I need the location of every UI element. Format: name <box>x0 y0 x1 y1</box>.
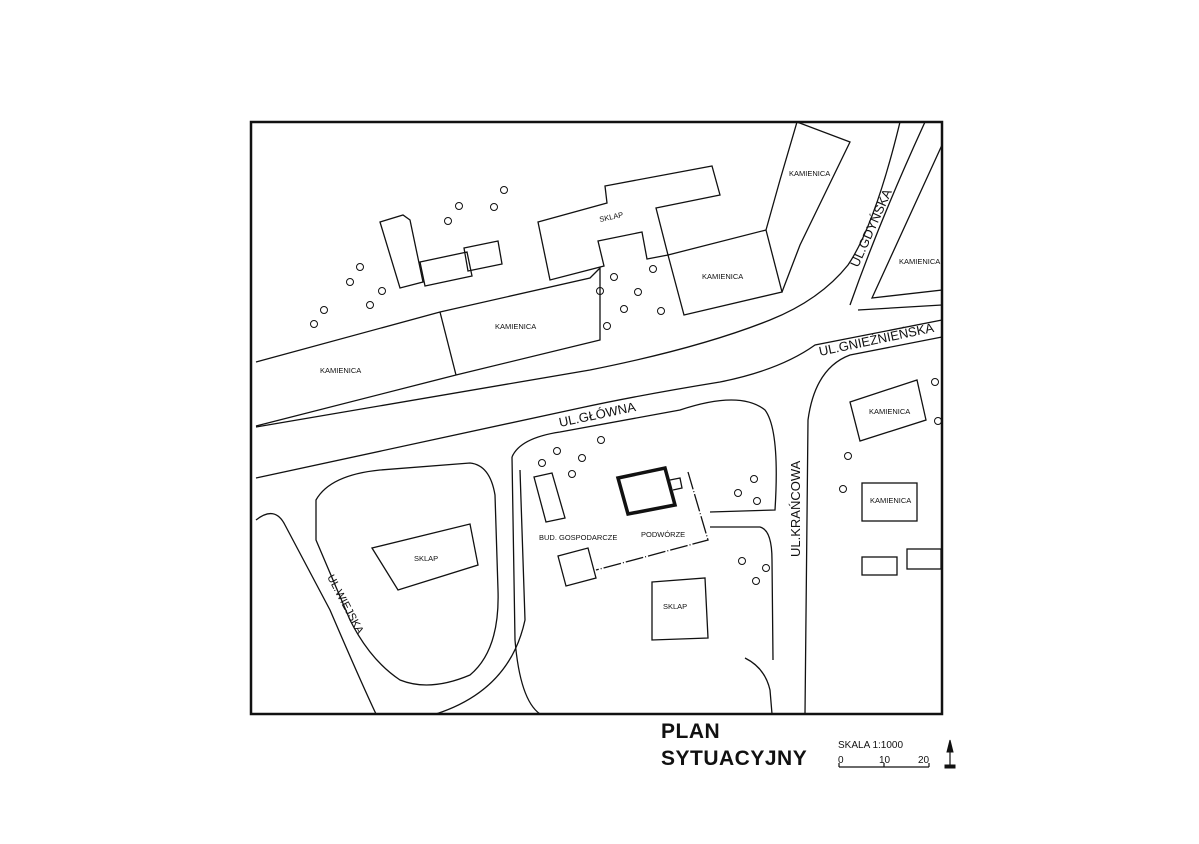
tree <box>752 577 760 585</box>
tree <box>634 288 642 296</box>
building-label-sklap-top: SKLAP <box>599 210 625 224</box>
tree <box>553 447 561 455</box>
tree <box>538 459 546 467</box>
tree <box>378 287 386 295</box>
tree <box>568 470 576 478</box>
podworze-fence <box>595 471 709 571</box>
block-west-outline <box>315 462 499 686</box>
tree <box>610 273 618 281</box>
tree <box>931 378 939 386</box>
tree <box>444 217 452 225</box>
map-frame <box>249 120 944 716</box>
block-center-curve <box>744 657 773 715</box>
kamienica-divider <box>439 311 457 376</box>
tree <box>762 564 770 572</box>
tree <box>738 557 746 565</box>
road-wiejska-west <box>255 513 377 715</box>
road-wiejska-east <box>435 469 526 715</box>
tree <box>346 278 354 286</box>
street-label-gnieznienska: UL.GNIEŹNIEŃSKA <box>818 320 936 359</box>
tree <box>649 265 657 273</box>
building-label-sklap-south: SKLAP <box>663 602 687 611</box>
sklap-south-outline <box>651 577 709 641</box>
tree <box>455 202 463 210</box>
scale-label: SKALA 1:1000 <box>838 740 904 751</box>
main-building-porch <box>669 477 683 491</box>
road-krancowa-east-edge <box>804 336 943 715</box>
tree <box>603 322 611 330</box>
sklap-top-outline <box>537 165 721 281</box>
block-center-outline <box>511 399 777 513</box>
building-label-kamienica-topright: KAMIENICA <box>789 169 830 178</box>
tree <box>734 489 742 497</box>
street-label-gdynska: UL.GDYŃSKA <box>847 186 895 269</box>
tree <box>366 301 374 309</box>
main-building-outline <box>615 465 678 517</box>
small-box-east-2 <box>906 548 942 570</box>
building-label-sklap-west: SKLAP <box>414 554 438 563</box>
block-center-lower <box>710 526 774 661</box>
scale-tick-20: 20 <box>918 755 930 766</box>
tree <box>500 186 508 194</box>
tree <box>490 203 498 211</box>
kamienica-row-outline <box>255 266 601 427</box>
tree <box>934 417 942 425</box>
tree <box>839 485 847 493</box>
tree <box>620 305 628 313</box>
road-gdynska-west-edge <box>849 121 926 306</box>
tree <box>753 497 761 505</box>
trees <box>310 186 942 585</box>
small-building-south <box>557 547 597 587</box>
kamienica-east-1-outline <box>849 379 927 442</box>
tree <box>578 454 586 462</box>
building-label-podworze: PODWÓRZE <box>641 530 685 539</box>
annex-1 <box>419 251 473 287</box>
plan-title-line1: PLAN <box>661 720 721 743</box>
building-label-kamienica-mid: KAMIENICA <box>702 272 743 281</box>
building-label-kamienica-east-1: KAMIENICA <box>869 407 910 416</box>
kamienica-topright-outline <box>765 121 851 293</box>
tree <box>320 306 328 314</box>
small-box-east-1 <box>861 556 898 576</box>
annex-2 <box>463 240 503 272</box>
road-gdynska-wedge <box>870 144 943 299</box>
kamienica-east-2-outline <box>861 482 918 522</box>
street-label-krancowa: UL.KRAŃCOWA <box>788 460 803 557</box>
tree <box>596 287 604 295</box>
tree <box>597 436 605 444</box>
building-label-kamienica-left: KAMIENICA <box>320 366 361 375</box>
plan-title-line2: SYTUACYJNY <box>661 747 808 770</box>
street-label-wiejska: UL.WIEJSKA <box>324 573 366 637</box>
building-label-bud-gospodarcze: BUD. GOSPODARCZE <box>539 533 617 542</box>
scale-tick-0: 0 <box>838 755 844 766</box>
small-building-topleft <box>379 214 424 289</box>
north-arrow-icon <box>944 739 956 769</box>
road-gdynska-east-edge <box>857 304 943 311</box>
scale-bar <box>838 763 930 768</box>
building-label-kamienica-center: KAMIENICA <box>495 322 536 331</box>
block-center-west <box>511 456 541 715</box>
bud-gospodarcze-outline <box>533 472 566 523</box>
tree <box>844 452 852 460</box>
scale-tick-10: 10 <box>879 755 891 766</box>
tree <box>657 307 665 315</box>
sklap-west-outline <box>370 523 479 591</box>
tree <box>356 263 364 271</box>
building-label-kamienica-far-right: KAMIENICA <box>899 257 940 266</box>
road-glowna-south-edge <box>255 319 943 479</box>
tree <box>750 475 758 483</box>
tree <box>310 320 318 328</box>
road-glowna-north-edge <box>255 121 901 428</box>
building-label-kamienica-east-2: KAMIENICA <box>870 496 911 505</box>
